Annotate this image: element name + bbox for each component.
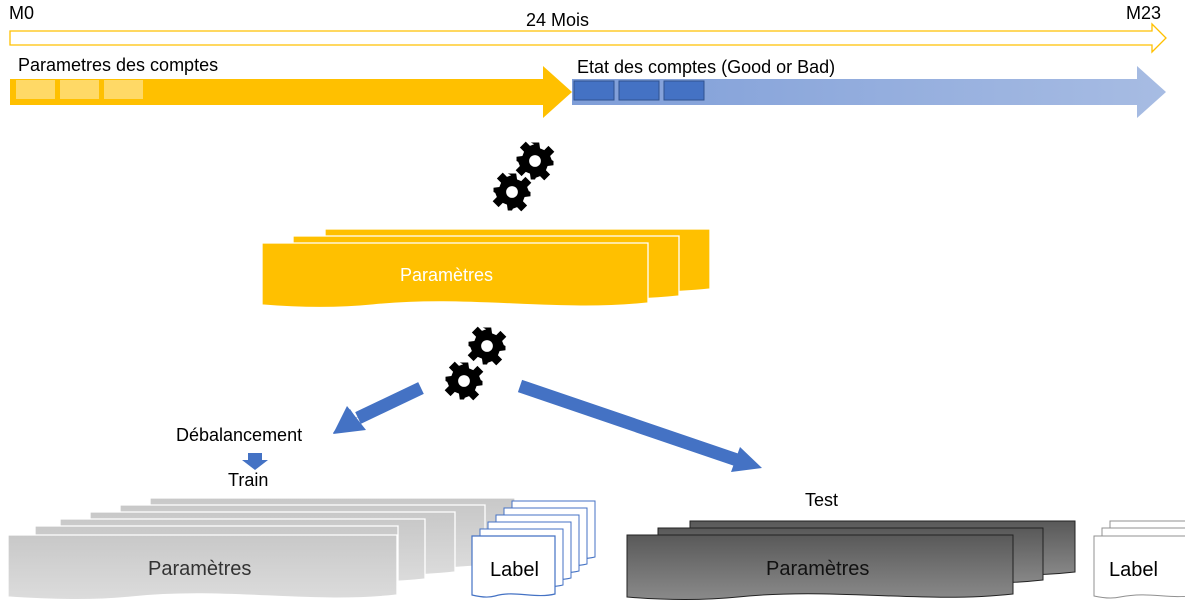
test-target-label: Label bbox=[1109, 559, 1158, 581]
train-target-label: Label bbox=[490, 559, 539, 581]
gear-icon bbox=[492, 172, 532, 212]
input-segment bbox=[16, 80, 55, 99]
input-segment bbox=[104, 80, 143, 99]
output-segment bbox=[573, 80, 615, 101]
gear-icon bbox=[515, 141, 555, 181]
gear-icon bbox=[467, 326, 507, 366]
test-label-stack bbox=[1093, 520, 1185, 599]
train-label: Train bbox=[228, 470, 269, 490]
train-branch-arrow bbox=[333, 382, 424, 434]
train-features-label: Paramètres bbox=[148, 558, 252, 580]
train-features-stack bbox=[7, 497, 516, 601]
dataset-stack bbox=[261, 228, 711, 309]
input-phase-arrow bbox=[10, 66, 572, 118]
input-segment bbox=[60, 80, 99, 99]
train-label-stack bbox=[471, 500, 596, 598]
test-features-stack bbox=[626, 520, 1076, 601]
timeline-end-label: M23 bbox=[1126, 3, 1162, 23]
timeline-duration-label: 24 Mois bbox=[526, 10, 590, 30]
output-phase-arrow bbox=[572, 66, 1166, 118]
test-branch-arrow bbox=[517, 379, 762, 472]
timeline-arrow bbox=[9, 22, 1167, 54]
test-features-label: Paramètres bbox=[766, 558, 870, 580]
input-phase-label: Parametres des comptes bbox=[18, 55, 219, 75]
output-segment bbox=[618, 80, 660, 101]
gear-icon bbox=[444, 361, 484, 401]
timeline-start-label: M0 bbox=[9, 3, 35, 23]
output-phase-label: Etat des comptes (Good or Bad) bbox=[577, 57, 836, 77]
test-label: Test bbox=[805, 490, 839, 510]
dataset-label: Paramètres bbox=[400, 265, 494, 285]
output-segment bbox=[663, 80, 705, 101]
imbalance-down-arrow bbox=[242, 453, 268, 470]
imbalance-label: Débalancement bbox=[176, 425, 303, 445]
